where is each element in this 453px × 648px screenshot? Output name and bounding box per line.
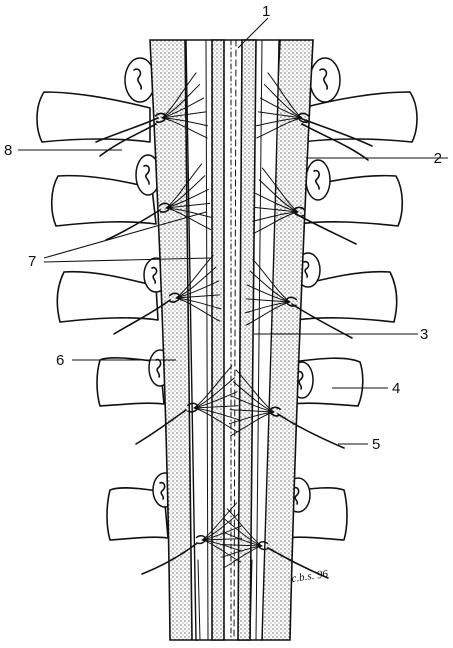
label-7: 7 [28,253,36,270]
artist-signature: c.b.s. 96 [291,568,329,585]
label-8: 8 [4,142,12,159]
label-4: 4 [392,380,400,397]
label-5: 5 [372,436,380,453]
label-1: 1 [262,3,270,20]
label-3: 3 [420,326,428,343]
label-2: 2 [434,150,442,167]
label-6: 6 [56,352,64,369]
